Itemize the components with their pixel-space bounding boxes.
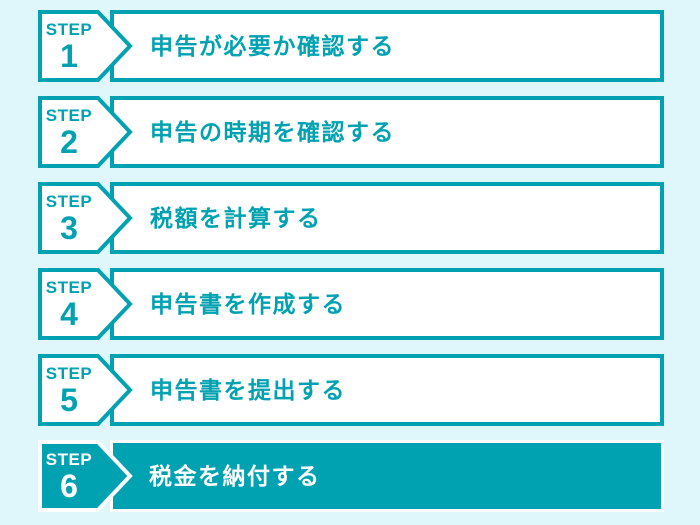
step-title: 申告が必要か確認する [150,32,395,59]
step-title-box: 申告の時期を確認する [110,96,664,168]
step-badge-arrow-icon [38,96,133,168]
step-badge-number: 3 [60,209,78,246]
step-badge-label: STEP [45,191,93,211]
step-badge-arrow-icon [38,182,133,254]
step-badge-number: 1 [60,37,78,74]
step-badge-arrow-icon [38,440,133,512]
step-title: 申告書を提出する [150,376,346,403]
step-title-box: 申告が必要か確認する [110,10,664,82]
step-title-box: 税金を納付する [110,440,664,512]
step-badge-label: STEP [45,449,93,469]
step-badge-number: 2 [60,123,78,160]
step-badge-label: STEP [45,363,93,383]
step-title-box: 税額を計算する [110,182,664,254]
step-badge-arrow-icon [38,354,133,426]
step-badge-label: STEP [45,277,93,297]
step-badge-number: 4 [60,295,78,332]
step-badge-number: 6 [60,467,78,504]
step-badge-label: STEP [45,105,93,125]
step-badge-label: STEP [45,19,93,39]
step-title: 申告書を作成する [150,290,346,317]
step-badge-arrow-icon [38,10,133,82]
step-badge-number: 5 [60,381,78,418]
step-title: 税金を納付する [149,462,321,489]
step-badge-arrow-icon [38,268,133,340]
step-title: 申告の時期を確認する [150,118,395,145]
step-title: 税額を計算する [150,204,322,231]
step-title-box: 申告書を提出する [110,354,664,426]
step-title-box: 申告書を作成する [110,268,664,340]
